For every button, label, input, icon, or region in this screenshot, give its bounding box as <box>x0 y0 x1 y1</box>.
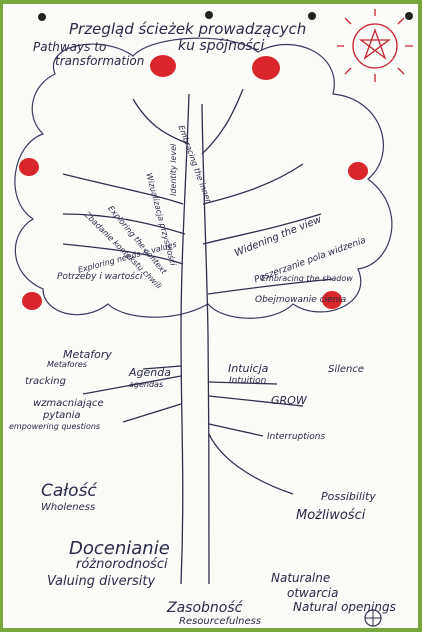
openings-en: Natural openings <box>293 600 396 614</box>
diversity-en: Valuing diversity <box>47 574 155 589</box>
branch-label: Identity level <box>169 144 178 196</box>
openings-pl-2: otwarcia <box>287 586 338 600</box>
title-polish: Przegląd ścieżek prowadzących <box>69 20 306 38</box>
pin-icon <box>405 12 413 20</box>
branch-label: Potrzeby i wartości <box>57 272 142 282</box>
root-label: Silence <box>328 364 364 375</box>
diversity-pl: Docenianie <box>69 538 170 559</box>
tree-drawing <box>3 4 418 628</box>
root-label: Agenda <box>129 366 171 379</box>
possibility-pl: Możliwości <box>296 508 365 523</box>
pin-icon <box>205 11 213 19</box>
root-label: Metafores <box>47 360 87 369</box>
root-label: agendas <box>129 380 163 389</box>
title-english-2: transformation <box>55 54 144 68</box>
resource-en: Resourcefulness <box>179 616 261 627</box>
diversity-pl-2: różnorodności <box>76 557 168 572</box>
root-label: Intuition <box>229 376 266 386</box>
pin-icon <box>38 13 46 21</box>
possibility-en: Possibility <box>321 490 376 503</box>
branch-label: Obejmowanie cienia <box>255 295 346 305</box>
branch-label: Embracing the shadow <box>261 274 353 283</box>
title-polish-2: ku spójności <box>178 38 264 54</box>
root-label: tracking <box>25 376 66 387</box>
resource-pl: Zasobność <box>167 600 242 616</box>
openings-pl: Naturalne <box>271 571 330 585</box>
root-label: GROW <box>271 394 307 407</box>
flipchart-paper: Przegląd ścieżek prowadzących ku spójnoś… <box>3 4 418 628</box>
root-label: pytania <box>43 410 81 421</box>
sun-icon <box>337 9 413 82</box>
wholeness-en: Wholeness <box>41 502 95 513</box>
root-label: wzmacniające <box>33 398 104 409</box>
title-english: Pathways to <box>33 40 106 54</box>
wholeness-pl: Całość <box>41 481 97 501</box>
root-label: Interruptions <box>267 432 325 442</box>
root-label: empowering questions <box>9 422 100 431</box>
root-label: Intuicja <box>228 362 268 375</box>
pin-icon <box>308 12 316 20</box>
